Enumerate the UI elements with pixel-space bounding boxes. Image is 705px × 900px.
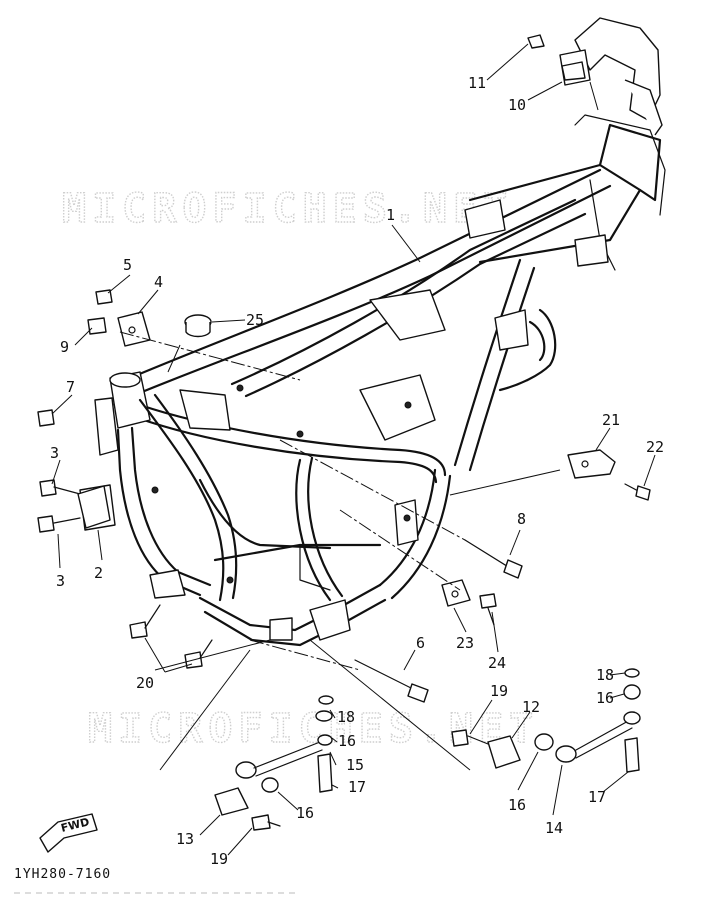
callout-1: 1 (386, 206, 395, 224)
callout-24: 24 (488, 654, 506, 672)
callout-5: 5 (123, 256, 132, 274)
assembly-lines (119, 331, 561, 771)
callout-15: 15 (346, 756, 364, 774)
callout-3b: 3 (56, 572, 65, 590)
part-5-bolt (95, 289, 113, 305)
callout-19a: 19 (490, 682, 508, 700)
callout-14: 14 (545, 819, 563, 837)
callout-21: 21 (602, 411, 620, 429)
part-7-bolt (37, 409, 55, 427)
rear-bracket-assembly (527, 17, 663, 136)
callout-16b: 16 (296, 804, 314, 822)
engine-mount-right (451, 668, 641, 773)
part-23-bracket (441, 579, 471, 607)
callout-18a: 18 (337, 708, 355, 726)
callout-6: 6 (416, 634, 425, 652)
callout-7: 7 (66, 378, 75, 396)
part-2-bracket (77, 485, 111, 529)
part-3-bolts (37, 479, 81, 533)
callout-16a: 16 (338, 732, 356, 750)
callout-16d: 16 (596, 689, 614, 707)
callout-23: 23 (456, 634, 474, 652)
callout-13: 13 (176, 830, 194, 848)
callout-leaders (51, 43, 656, 856)
callout-10: 10 (508, 96, 526, 114)
callout-3a: 3 (50, 444, 59, 462)
callout-17a: 17 (348, 778, 366, 796)
callout-11: 11 (468, 74, 486, 92)
callout-19b: 19 (210, 850, 228, 868)
part-21-bracket (567, 449, 616, 479)
callout-16c: 16 (508, 796, 526, 814)
part-22-bolt (624, 483, 651, 501)
callout-8: 8 (517, 510, 526, 528)
callout-17b: 17 (588, 788, 606, 806)
fwd-arrow-icon: FWD (39, 813, 98, 853)
engine-mount-left (214, 695, 334, 831)
main-frame (79, 114, 666, 647)
callout-18b: 18 (596, 666, 614, 684)
callout-20: 20 (136, 674, 154, 692)
callout-labels: 1 2 3 3 4 5 6 7 8 9 10 11 12 13 14 15 16… (50, 74, 664, 868)
callout-22: 22 (646, 438, 664, 456)
callout-12: 12 (522, 698, 540, 716)
part-24-bolt (479, 593, 497, 626)
watermark-top: MICROFICHES.NET (62, 186, 513, 232)
part-6-long-bolt (354, 659, 429, 703)
diagram-code: 1YH280-7160 (14, 867, 111, 882)
part-4-bracket (117, 311, 151, 347)
part-25-grommet (184, 314, 212, 338)
part-8-long-bolt (464, 539, 523, 579)
callout-9: 9 (60, 338, 69, 356)
part-9-nut (87, 317, 107, 335)
callout-4: 4 (154, 273, 163, 291)
callout-25: 25 (246, 311, 264, 329)
callout-2: 2 (94, 564, 103, 582)
